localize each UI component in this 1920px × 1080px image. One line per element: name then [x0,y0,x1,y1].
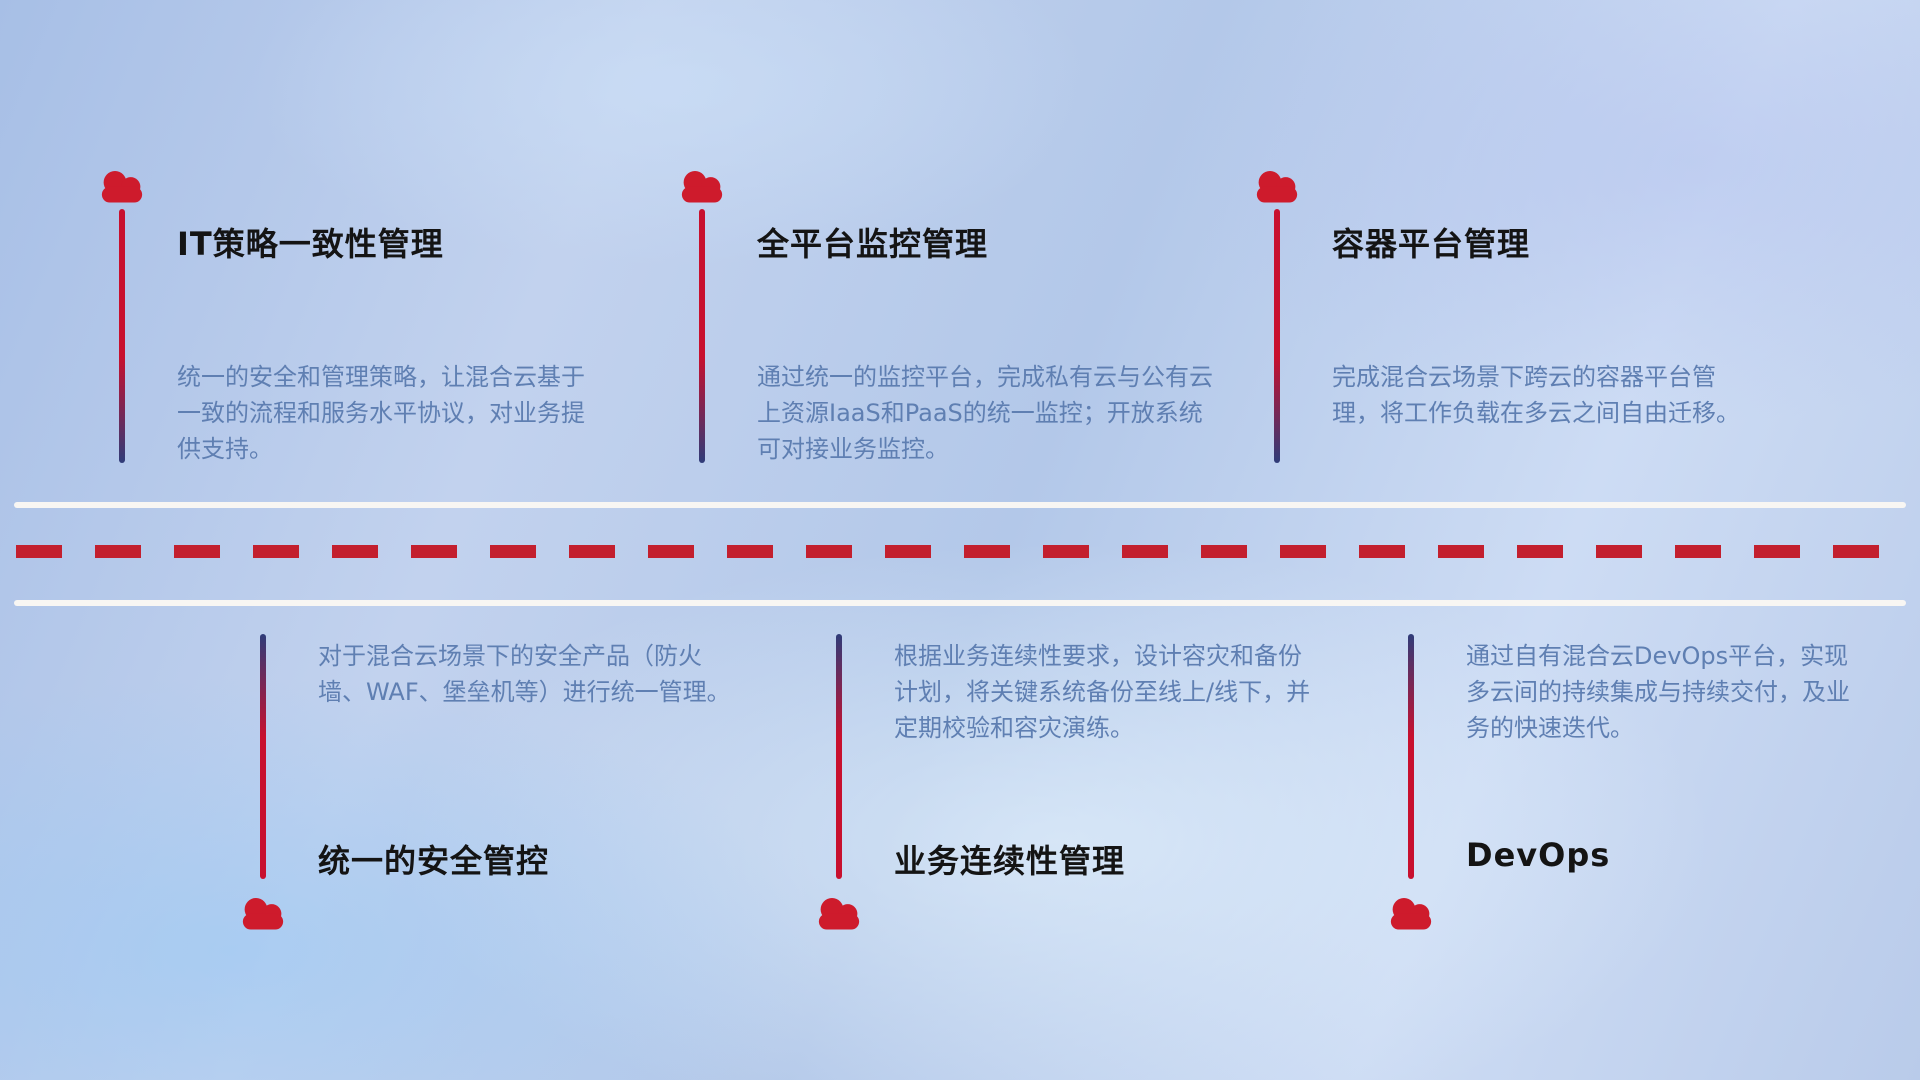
capability-description: 统一的安全和管理策略，让混合云基于一致的流程和服务水平协议，对业务提供支持。 [177,363,585,463]
timeline-pole [1274,209,1280,463]
timeline-pole [260,634,266,879]
timeline-pole [699,209,705,463]
road-center-dashed-line [16,545,1904,558]
capability-description: 对于混合云场景下的安全产品（防火墙、WAF、堡垒机等）进行统一管理。 [318,642,731,706]
cloud-icon [811,892,867,932]
capability-description: 通过统一的监控平台，完成私有云与公有云上资源IaaS和PaaS的统一监控；开放系… [757,363,1213,463]
capability-description: 完成混合云场景下跨云的容器平台管理，将工作负载在多云之间自由迁移。 [1332,363,1740,427]
capability-title: IT策略一致性管理 [177,225,444,263]
cloud-icon [235,892,291,932]
capability-description: 通过自有混合云DevOps平台，实现多云间的持续集成与持续交付，及业务的快速迭代… [1466,642,1850,742]
capability-title: 容器平台管理 [1332,225,1531,263]
timeline-pole [119,209,125,463]
road-top-edge [14,502,1906,508]
capability-title: 业务连续性管理 [894,842,1126,880]
capability-title: 统一的安全管控 [318,842,550,880]
timeline-pole [1408,634,1414,879]
capability-title: DevOps [1466,836,1611,874]
timeline-pole [836,634,842,879]
capability-description: 根据业务连续性要求，设计容灾和备份计划，将关键系统备份至线上/线下，并定期校验和… [894,642,1311,742]
cloud-icon [1383,892,1439,932]
cloud-icon [94,165,150,205]
cloud-icon [1249,165,1305,205]
capability-title: 全平台监控管理 [757,225,989,263]
road-bottom-edge [14,600,1906,606]
cloud-icon [674,165,730,205]
